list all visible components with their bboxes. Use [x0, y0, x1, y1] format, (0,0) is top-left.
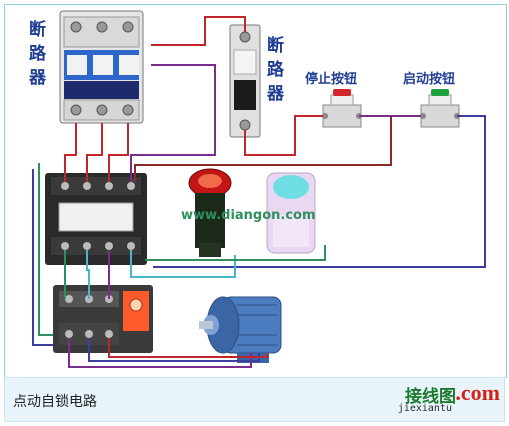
diagram-frame: 断 路 器 断 路 器 停止按钮 启动按钮 www.diangon.com [4, 4, 507, 378]
watermark-domain: .com [455, 380, 500, 405]
small-breaker-label: 断 路 器 [266, 35, 285, 104]
wiring [32, 16, 486, 368]
main-breaker-label-line3: 器 [28, 68, 47, 88]
main-breaker-label-line2: 路 [29, 43, 47, 64]
main-breaker-label: 断 路 器 [28, 19, 47, 88]
main-circuit-breaker [59, 10, 144, 124]
stop-button-label: 停止按钮 [305, 71, 357, 87]
watermark-subtext: jiexiantu [397, 403, 452, 414]
caption-bar: 点动自锁电路 接线图 .com jiexiantu [4, 377, 505, 422]
diagram-caption: 点动自锁电路 [13, 394, 97, 410]
three-phase-motor [199, 296, 282, 363]
small-breaker-label-line2: 路 [267, 59, 285, 80]
website-label: www.diangon.com [181, 208, 316, 223]
start-button-label: 启动按钮 [403, 71, 455, 87]
thermal-overload-relay [53, 285, 153, 353]
ac-contactor [45, 173, 147, 265]
small-breaker-label-line1: 断 [267, 35, 284, 56]
small-breaker-label-line3: 器 [266, 84, 285, 104]
main-breaker-label-line1: 断 [29, 19, 46, 40]
watermark-logo-text: 接线图 [405, 387, 456, 407]
red-indicator-lamp [188, 168, 232, 257]
stop-button [322, 89, 362, 128]
control-circuit-breaker [229, 24, 261, 138]
start-button [420, 89, 460, 128]
white-indicator-lamp [266, 172, 316, 254]
wiring-diagram: 断 路 器 断 路 器 停止按钮 启动按钮 www.diangon.com [28, 10, 486, 368]
